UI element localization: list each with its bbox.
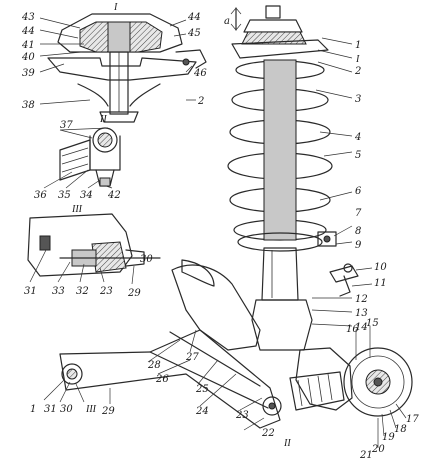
- strut-damper: [251, 231, 337, 351]
- callout-18: 18: [394, 424, 407, 435]
- knuckle-hub: [289, 347, 413, 417]
- callout-23-detail: 23: [99, 286, 113, 297]
- callout-35: 35: [58, 190, 71, 201]
- callout-40: 40: [21, 52, 35, 63]
- leader-lines: [29, 17, 407, 448]
- callout-34: 34: [80, 190, 93, 201]
- callout-11: 11: [374, 278, 387, 289]
- callout-2-detail: 2: [197, 96, 204, 107]
- callout-37: 37: [60, 120, 73, 131]
- callout-44-right: 44: [187, 12, 201, 23]
- view-marker-III-main: III: [85, 404, 97, 415]
- callout-24: 24: [195, 406, 209, 417]
- callout-6: 6: [355, 186, 362, 197]
- view-marker-II-main: II: [283, 438, 291, 449]
- callout-42: 42: [107, 190, 121, 201]
- callout-31-detail: 31: [24, 286, 37, 297]
- view-marker-III-detail: III: [71, 204, 83, 215]
- callout-39: 39: [22, 68, 35, 79]
- callout-1: 1: [355, 40, 361, 51]
- dimension-a: a: [224, 16, 230, 27]
- detail-arm-bushing: [27, 213, 161, 277]
- callout-31: 31: [44, 404, 57, 415]
- callout-41: 41: [21, 40, 35, 51]
- callout-16: 16: [346, 324, 359, 335]
- callout-46: 46: [193, 68, 207, 79]
- callout-9: 9: [355, 240, 362, 251]
- view-marker-I-detail: I: [113, 2, 118, 13]
- callout-8: 8: [355, 226, 361, 237]
- callout-30-detail: 30: [140, 254, 153, 265]
- callout-labels: 1 2 3 4 5 6 7 8 9 10 11 12 13 14 15 16 1…: [21, 2, 419, 461]
- view-marker-I-main: I: [355, 54, 360, 65]
- callout-1-lower: 1: [30, 404, 36, 415]
- callout-29: 29: [101, 406, 115, 417]
- callout-45: 45: [187, 28, 201, 39]
- stabilizer-link: [329, 263, 359, 297]
- callout-15: 15: [366, 318, 379, 329]
- callout-25: 25: [195, 384, 209, 395]
- callout-38: 38: [22, 100, 35, 111]
- callout-20: 20: [371, 444, 385, 455]
- callout-29-detail: 29: [127, 288, 141, 299]
- callout-43: 43: [21, 12, 35, 23]
- callout-7: 7: [355, 208, 362, 219]
- detail-upper-mount: [47, 13, 207, 123]
- callout-3: 3: [355, 94, 361, 105]
- callout-44: 44: [21, 26, 35, 37]
- lower-control-arm: [59, 259, 282, 429]
- callout-26: 26: [155, 374, 169, 385]
- callout-32: 32: [76, 286, 89, 297]
- callout-36: 36: [34, 190, 47, 201]
- callout-33: 33: [52, 286, 65, 297]
- callout-28: 28: [147, 360, 161, 371]
- view-marker-II-detail: II: [99, 114, 107, 125]
- coil-spring: [227, 59, 333, 252]
- callout-10: 10: [374, 262, 387, 273]
- callout-12: 12: [355, 294, 368, 305]
- callout-4: 4: [354, 132, 361, 143]
- callout-21: 21: [359, 450, 373, 461]
- callout-5: 5: [355, 150, 361, 161]
- callout-30: 30: [60, 404, 73, 415]
- callout-14: 14: [355, 322, 368, 333]
- callout-13: 13: [355, 308, 368, 319]
- callout-2: 2: [354, 66, 361, 77]
- callout-17: 17: [406, 414, 419, 425]
- callout-19: 19: [382, 432, 395, 443]
- callout-27: 27: [185, 352, 199, 363]
- strut-top-mount: [230, 5, 329, 59]
- callout-23: 23: [235, 410, 249, 421]
- callout-22: 22: [261, 428, 275, 439]
- detail-ball-joint: [59, 127, 121, 187]
